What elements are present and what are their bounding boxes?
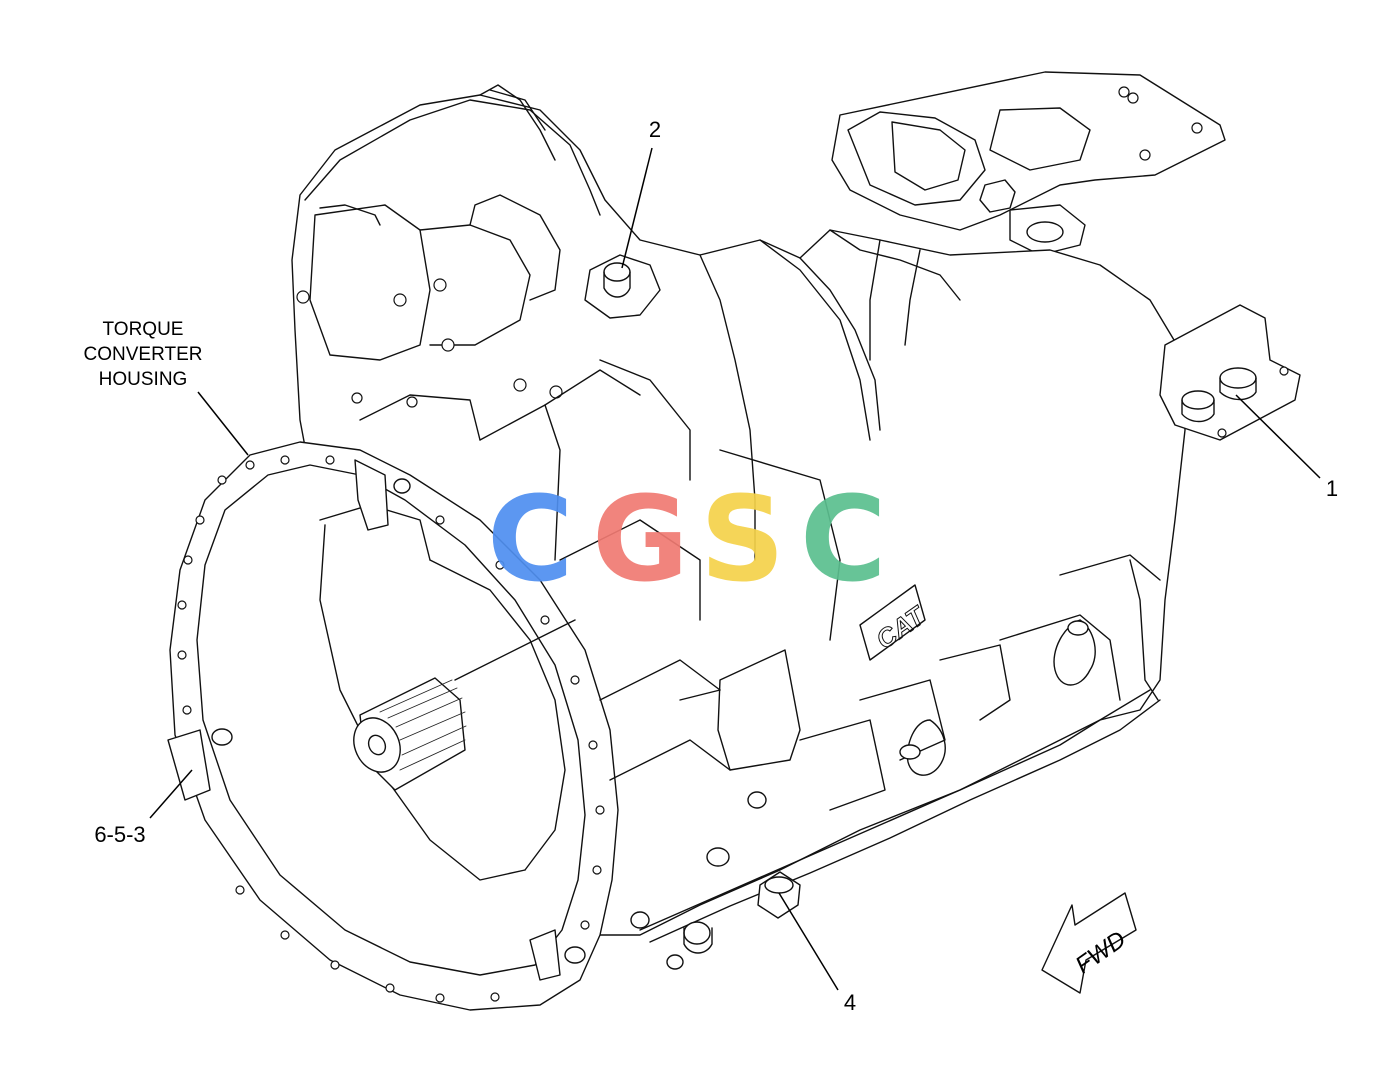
callouts: 2 1 4 6-5-3 TORQUE CONVERTER HOUSING: [84, 117, 1339, 1015]
callout-6-5-3: 6-5-3: [94, 822, 145, 847]
watermark-letter-s: S: [700, 470, 785, 608]
input-shaft: [353, 619, 576, 791]
watermark-letter-g: G: [592, 470, 689, 608]
housing-label-line-3: HOUSING: [99, 369, 188, 390]
housing-label-line-2: CONVERTER: [84, 344, 203, 365]
leader-6-5-3: [149, 769, 193, 819]
leader-4: [778, 892, 839, 991]
flange-bolt-holes: [177, 455, 605, 1003]
watermark-letter-c2: C: [800, 470, 887, 608]
leader-1: [1235, 394, 1321, 479]
forward-direction-arrow: FWD: [1041, 892, 1137, 994]
callout-1: 1: [1326, 476, 1338, 501]
callout-4: 4: [844, 990, 856, 1015]
mounting-bracket: [831, 71, 1226, 256]
callout-2: 2: [649, 117, 661, 142]
leader-lines: [149, 147, 1321, 991]
leader-housing: [197, 391, 249, 456]
leader-2: [621, 147, 653, 269]
housing-label-line-1: TORQUE: [103, 319, 184, 340]
watermark-letter-c1: C: [487, 470, 574, 608]
cgsc-watermark: C G S C: [487, 470, 887, 608]
torque-converter-housing: [167, 359, 841, 1011]
